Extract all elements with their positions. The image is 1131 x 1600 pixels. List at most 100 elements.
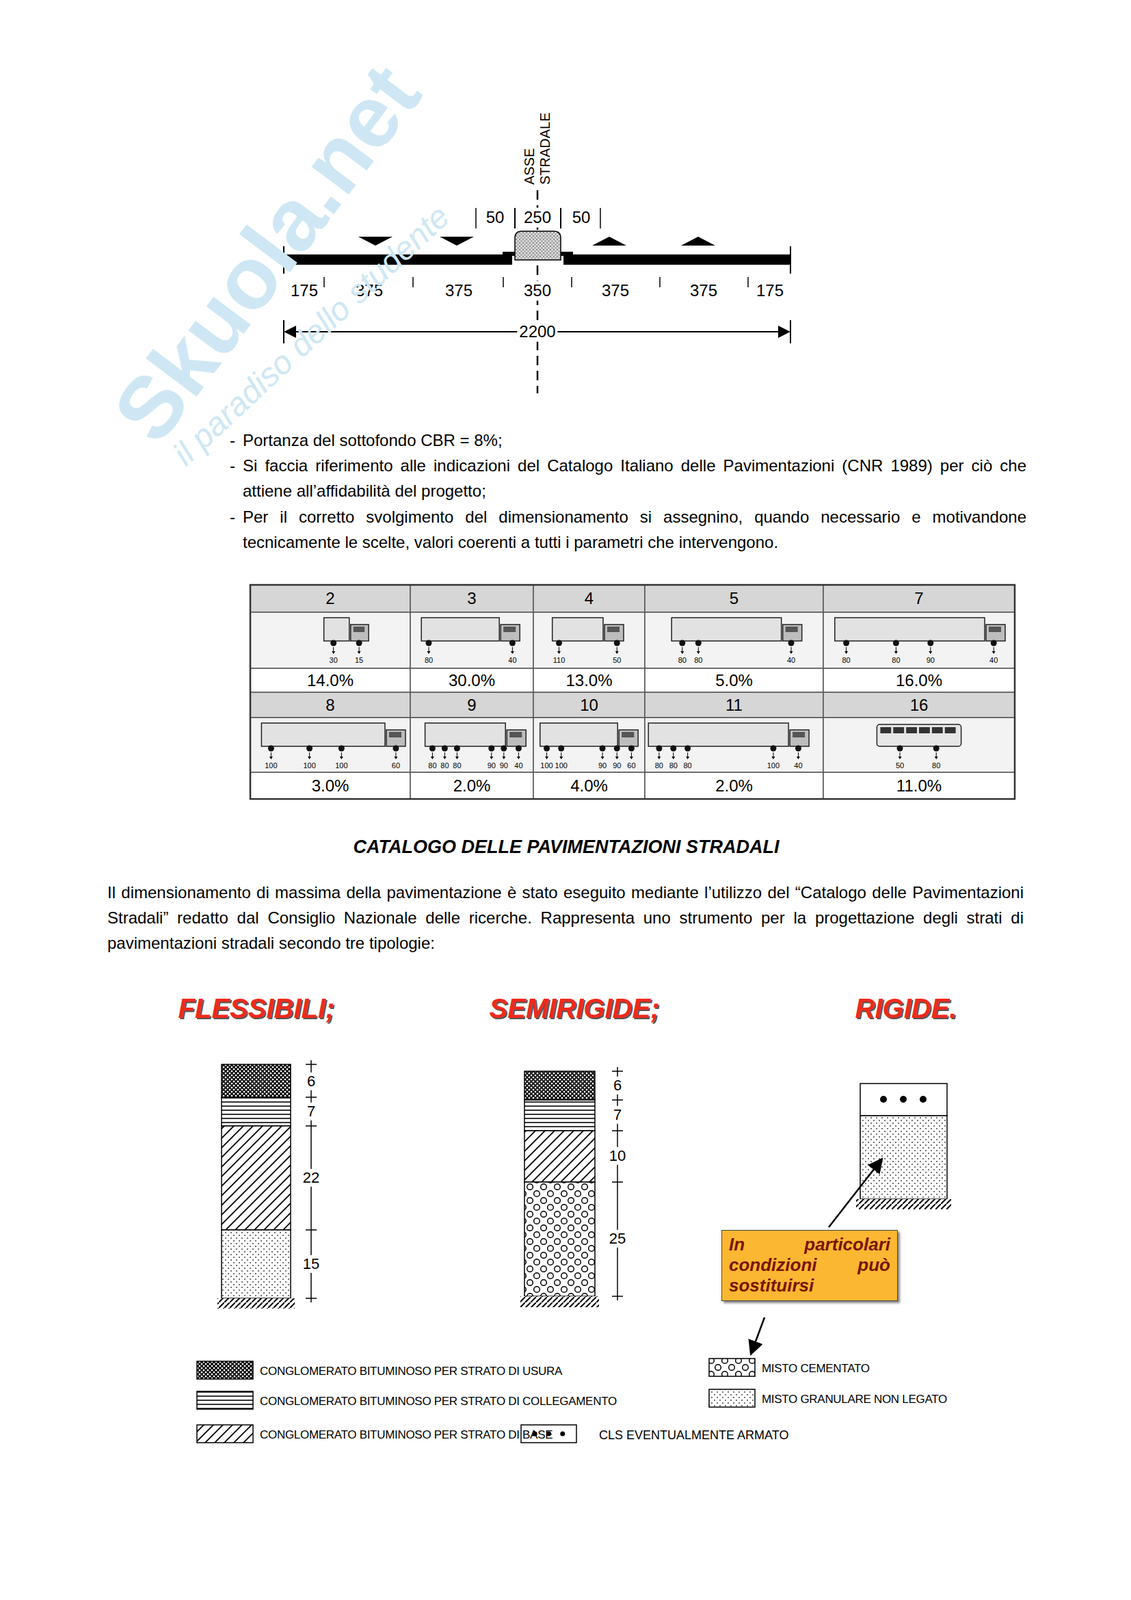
vehicle-icon-part xyxy=(430,756,435,760)
axle-load: 60 xyxy=(627,761,636,770)
vehicle-cell-part xyxy=(644,772,824,799)
vehicle-icon-part xyxy=(614,640,621,647)
vehicle-class: 7 xyxy=(914,588,924,608)
pavement-semirigid-part xyxy=(611,1070,623,1296)
vehicle-icon-part xyxy=(331,650,336,654)
traffic-share: 13.0% xyxy=(565,670,612,690)
vehicle-icon-part xyxy=(906,726,917,734)
road-section-part-part xyxy=(570,276,573,288)
vehicle-icon-part xyxy=(618,729,638,747)
vehicle-icon-part xyxy=(389,731,402,738)
vehicle-icon-part xyxy=(844,650,848,654)
axle-load: 40 xyxy=(514,761,523,770)
pavement-rigid xyxy=(856,1083,952,1209)
vehicle-cell xyxy=(823,692,1015,799)
vehicle-cell-part xyxy=(410,692,534,718)
vehicle-class: 10 xyxy=(579,695,599,715)
road-section-part xyxy=(514,207,516,229)
axle-load: 80 xyxy=(841,655,850,664)
vehicle-icon-part xyxy=(338,745,345,752)
vehicle-icon-part xyxy=(772,752,774,757)
pavement-rigid-part xyxy=(880,1095,887,1103)
vehicle-cell-part xyxy=(250,584,411,612)
vehicle-cell-part xyxy=(533,772,645,799)
road-section-part xyxy=(681,236,716,246)
vehicle-icon-part xyxy=(789,729,809,747)
traffic-share: 11.0% xyxy=(896,776,942,796)
vehicle-icon-part xyxy=(358,646,360,652)
bullet-text: Per il corretto svolgimento del dimensio… xyxy=(242,503,1027,555)
vehicle-icon-part xyxy=(895,646,897,652)
axle-load: 40 xyxy=(508,655,517,664)
thickness: 6 xyxy=(611,1076,624,1095)
vehicle-icon-part xyxy=(428,646,430,652)
axle-load: 100 xyxy=(767,761,780,770)
axle-load: 80 xyxy=(694,655,703,664)
vehicle-icon-part xyxy=(658,752,660,757)
vehicle-cell xyxy=(410,584,534,693)
vehicle-cell-part xyxy=(250,717,411,773)
vehicle-cell-part xyxy=(823,692,1015,718)
vehicle-icon-part xyxy=(894,650,898,654)
thickness: 10 xyxy=(607,1146,628,1165)
vehicle-class: 16 xyxy=(910,695,929,715)
axle-load: 80 xyxy=(428,761,437,770)
vehicle-icon-part xyxy=(657,756,661,760)
road-section-part xyxy=(789,320,792,344)
axle-load: 80 xyxy=(683,761,693,770)
vehicle-icon-part xyxy=(655,745,662,752)
legend-swatch xyxy=(707,1356,757,1378)
vehicle-cell xyxy=(644,584,824,693)
pavement-semirigid-part xyxy=(524,1181,595,1296)
axle-load: 90 xyxy=(612,761,621,770)
axle-load: 100 xyxy=(335,761,348,770)
vehicle-cell-part xyxy=(533,692,645,718)
vehicle-icon-part xyxy=(333,646,334,652)
dimension: 175 xyxy=(756,281,784,301)
vehicle-icon-part xyxy=(269,756,273,760)
vehicle-cell-part xyxy=(644,611,824,669)
vehicle-icon-part xyxy=(929,646,931,652)
callout-box: In particolari condizioni può sostituirs… xyxy=(721,1229,898,1301)
vehicle-icon-part xyxy=(607,626,620,632)
vehicle-icon-part xyxy=(261,722,385,747)
vehicle-icon-part xyxy=(425,722,507,747)
axle-load: 80 xyxy=(678,655,687,664)
pavement-rigid-part xyxy=(899,1095,907,1103)
axle-load: 100 xyxy=(264,761,277,770)
vehicle-icon-part xyxy=(426,640,433,647)
vehicle-icon-part xyxy=(796,756,801,760)
road-section-part-part xyxy=(747,276,749,288)
vehicle-table-part xyxy=(250,584,1015,799)
vehicle-icon-part xyxy=(509,640,516,647)
vehicle-icon-part xyxy=(687,752,688,757)
vehicle-icon-part xyxy=(698,646,699,652)
vehicle-icon xyxy=(671,617,803,654)
road-section-part xyxy=(592,236,627,246)
pavement-rigid-part xyxy=(856,1198,952,1209)
axle-load: 80 xyxy=(891,655,900,664)
vehicle-cell-part xyxy=(533,611,645,669)
pavement-rigid-part xyxy=(860,1115,948,1199)
vehicle-icon-part xyxy=(880,726,891,734)
vehicle-icon-part xyxy=(680,650,684,654)
vehicle-icon-part xyxy=(986,624,1006,641)
bullet-text: Si faccia riferimento alle indicazioni d… xyxy=(242,452,1027,504)
axle-load: 15 xyxy=(354,655,364,664)
vehicle-cell xyxy=(250,692,411,799)
road-section-part xyxy=(599,207,602,229)
axle-load: 40 xyxy=(793,761,803,770)
traffic-share: 30.0% xyxy=(448,670,496,690)
traffic-share: 14.0% xyxy=(307,670,354,690)
vehicle-icon-part xyxy=(490,752,492,757)
vehicle-icon-part xyxy=(341,752,342,757)
vehicle-icon-part xyxy=(988,626,1002,632)
vehicle-icon-part xyxy=(785,626,798,632)
vehicle-icon-part xyxy=(509,731,522,738)
vehicle-icon-part xyxy=(456,752,458,757)
dimension: 50 xyxy=(486,207,505,228)
vehicle-icon xyxy=(552,617,624,654)
vehicle-cell-part xyxy=(250,772,411,799)
vehicle-cell-part xyxy=(644,668,824,693)
